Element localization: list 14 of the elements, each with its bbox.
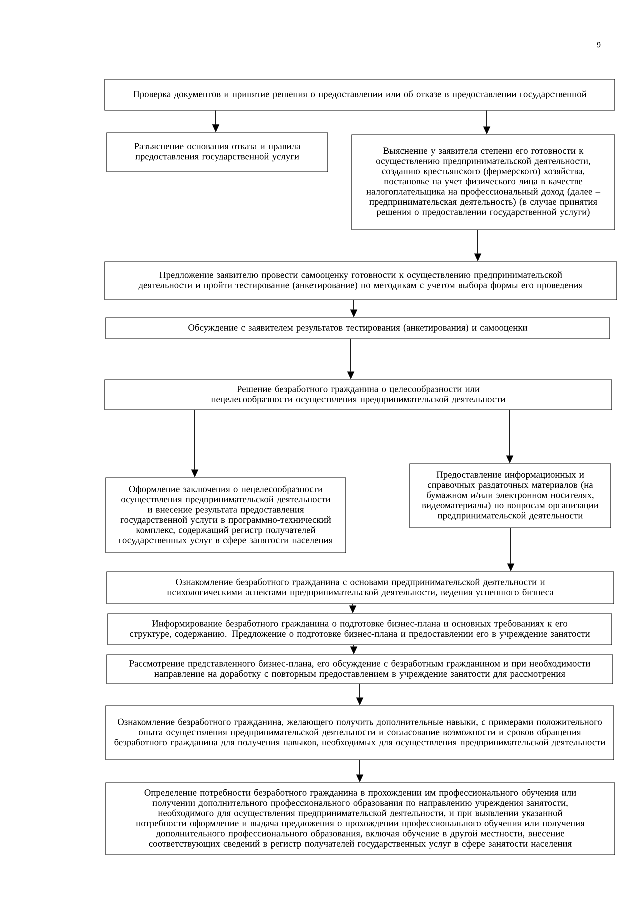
process-box: Выяснение у заявителя степени его готовности к осуществлению предпринимательской деятельности, созданию крестьянского (фермерского) хозяйства, постановке на учет физического лица в качестве налогоплательщика на профессиональный доход (далее – предпринимательская деятельность) (в случае принятия решения о предоставлении государственной услуги): [352, 134, 616, 230]
process-box: Проверка документов и принятие решения о предоставлении или об отказе в предоставлении государственной: [104, 79, 616, 111]
process-box: Оформление заключения о нецелесообразности осуществления предпринимательской деятельности и внесение результата предоставления государственной услуги в программно-технический комплекс, содержащий регистр получателей государственных услуг в сфере занятости населения: [106, 478, 346, 554]
process-box: Определение потребности безработного гражданина в прохождении им профессионального обучения или получении дополнительного профессионального образования по направлению учреждения занятости, необходимого для осуществления предпринимательской деятельности, и при выявлении указанной потребности оформление и выдача предложения о прохождении профессионального обучения или получения дополнительного профессионального образования, включая обучение в другой местности, внесение соответствующих сведений в регистр получателей государственных услуг в сфере занятости населения: [106, 782, 616, 856]
process-box: Разъяснение основания отказа и правила предоставления государственной услуги: [106, 132, 328, 172]
process-box: Рассмотрение представленного бизнес-плана, его обсуждение с безработным гражданином и при необходимости направление на доработку с повторным предоставлением в учреждение занятости для рассмотрения: [106, 654, 614, 684]
process-box: Предоставление информационных и справочных раздаточных материалов (на бумажном и/или электронном носителях, видеоматериалы) по вопросам организации предпринимательской деятельности: [410, 464, 612, 528]
process-box: Предложение заявителю провести самооценку готовности к осуществлению предпринимательской деятельности и пройти тестирование (анкетирование) по методикам с учетом выбора формы его проведения: [104, 262, 618, 300]
process-box: Информирование безработного гражданина о подготовке бизнес-плана и основных требованиях к его структуре, содержанию. Предложение о подготовке бизнес-плана и предоставлении его в учреждение занятости: [108, 614, 612, 646]
process-box: Ознакомление безработного гражданина, желающего получить дополнительные навыки, с примерами положительного опыта осуществления предпринимательской деятельности и согласование возможности и сроков обращения безработного гражданина для получения навыков, необходимых для осуществления предпринимательской деятельности: [106, 706, 614, 760]
process-box: Решение безработного гражданина о целесообразности или нецелесообразности осуществления предпринимательской деятельности: [104, 380, 612, 410]
process-box: Обсуждение с заявителем результатов тестирования (анкетирования) и самооценки: [106, 318, 610, 340]
page-number: 9: [597, 42, 601, 48]
process-box: Ознакомление безработного гражданина с основами предпринимательской деятельности и психологическими аспектами предпринимательской деятельности, ведения успешного бизнеса: [106, 572, 614, 604]
